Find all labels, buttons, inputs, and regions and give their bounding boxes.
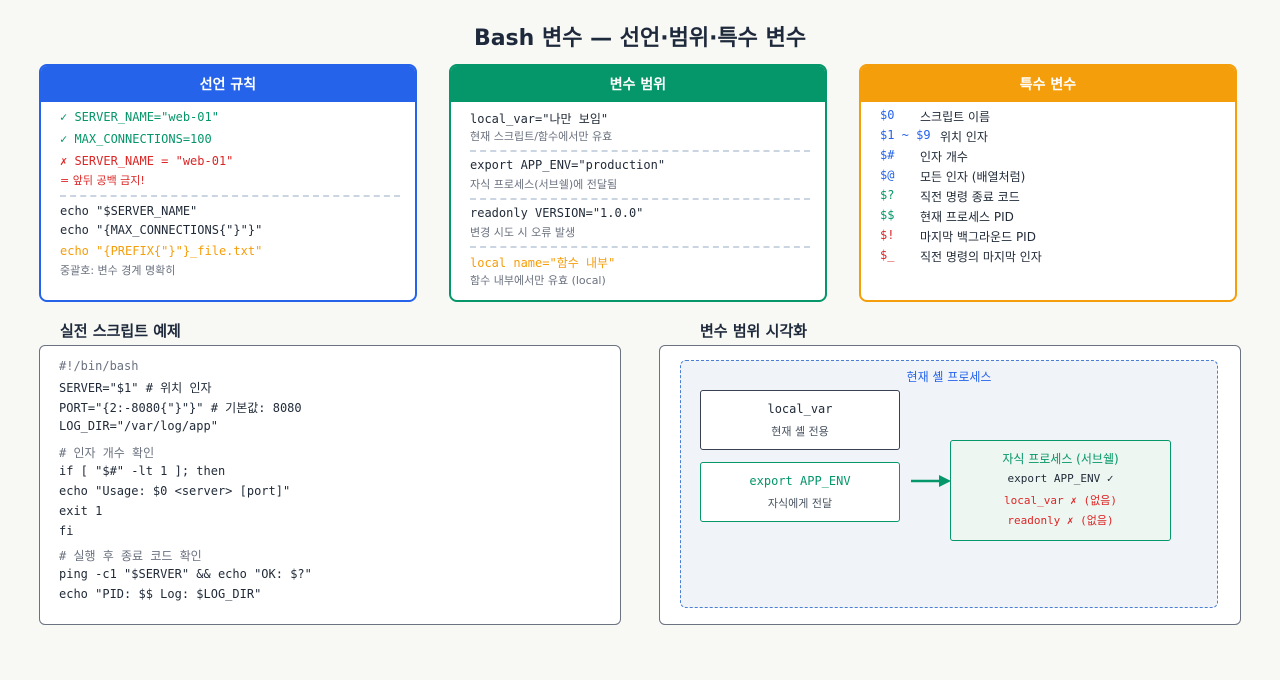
special-var-desc: 직전 명령 종료 코드 <box>920 190 1020 204</box>
special-var-name: $1 ~ $9 <box>880 128 931 142</box>
code-line: echo "Usage: $0 <server> [port]" <box>59 484 291 498</box>
local-var-box: local_var 현재 셸 전용 <box>700 390 900 450</box>
special-card: 특수 변수 $0 스크립트 이름 $1 ~ $9 위치 인자 $# 인자 개수 … <box>859 64 1237 302</box>
special-var-desc: 직전 명령의 마지막 인자 <box>920 250 1042 264</box>
declare-card-header: 선언 규칙 <box>41 66 415 102</box>
code-line: exit 1 <box>59 504 103 518</box>
code-line: echo "PID: $$ Log: $LOG_DIR" <box>59 587 262 601</box>
viz-section-title: 변수 범위 시각화 <box>700 322 808 340</box>
scope-item-code: export APP_ENV="production" <box>470 158 666 172</box>
scope-item-desc: 함수 내부에서만 유효 (local) <box>470 274 606 287</box>
scope-card: 변수 범위 local_var="나만 보임" 현재 스크립트/함수에서만 유효… <box>449 64 827 302</box>
brace-note: 중괄호: 변수 경계 명확히 <box>60 264 176 277</box>
export-var-desc: 자식에게 전달 <box>767 497 833 510</box>
code-line: #!/bin/bash <box>59 359 139 373</box>
special-var-desc: 현재 프로세스 PID <box>920 210 1014 224</box>
special-var-desc: 인자 개수 <box>920 150 968 164</box>
code-line: # 실행 후 종료 코드 확인 <box>59 549 202 563</box>
special-var-name: $0 <box>880 108 895 122</box>
bad-example: ✗ SERVER_NAME = "web-01" <box>60 154 234 168</box>
special-var-name: $# <box>880 148 895 162</box>
good-example-1: ✓ SERVER_NAME="web-01" <box>60 110 219 124</box>
special-var-desc: 모든 인자 (배열처럼) <box>920 170 1026 184</box>
code-line: PORT="{2:-8080{"}"}" # 기본값: 8080 <box>59 401 302 415</box>
child-export-ok: export APP_ENV ✓ <box>1007 472 1114 485</box>
current-shell-box: 현재 셸 프로세스 local_var 현재 셸 전용 export APP_E… <box>680 360 1218 608</box>
special-var-name: $! <box>880 228 895 242</box>
export-var-box: export APP_ENV 자식에게 전달 <box>700 462 900 522</box>
special-var-name: $_ <box>880 248 895 262</box>
code-line: ping -c1 "$SERVER" && echo "OK: $?" <box>59 567 312 581</box>
scope-item-code: local_var="나만 보임" <box>470 112 609 126</box>
scope-viz-panel: 현재 셸 프로세스 local_var 현재 셸 전용 export APP_E… <box>659 345 1241 625</box>
child-local-missing: local_var ✗ (없음) <box>1004 494 1117 507</box>
divider <box>60 195 400 197</box>
scope-card-header: 변수 범위 <box>451 66 825 102</box>
local-var-desc: 현재 셸 전용 <box>771 425 829 438</box>
code-line: # 인자 개수 확인 <box>59 446 155 460</box>
code-line: SERVER="$1" # 위치 인자 <box>59 381 212 395</box>
scope-item-desc: 변경 시도 시 오류 발생 <box>470 226 576 239</box>
child-process-title: 자식 프로세스 (서브쉘) <box>1002 452 1119 466</box>
export-var-code: export APP_ENV <box>749 474 851 488</box>
scope-item-code: local name="함수 내부" <box>470 256 616 270</box>
echo-example-3: echo "{PREFIX{"}"}_file.txt" <box>60 244 263 258</box>
script-section-title: 실전 스크립트 예제 <box>60 322 181 340</box>
special-card-header: 특수 변수 <box>861 66 1235 102</box>
code-line: if [ "$#" -lt 1 ]; then <box>59 464 226 478</box>
echo-example-2: echo "{MAX_CONNECTIONS{"}"}" <box>60 223 263 237</box>
special-var-desc: 마지막 백그라운드 PID <box>920 230 1036 244</box>
divider <box>470 246 810 248</box>
script-panel: #!/bin/bash SERVER="$1" # 위치 인자 PORT="{2… <box>39 345 621 625</box>
scope-item-desc: 자식 프로세스(서브쉘)에 전달됨 <box>470 178 618 191</box>
scope-item-code: readonly VERSION="1.0.0" <box>470 206 644 220</box>
special-var-desc: 위치 인자 <box>940 130 988 144</box>
special-var-name: $@ <box>880 168 895 182</box>
code-line: fi <box>59 524 74 538</box>
divider <box>470 198 810 200</box>
divider <box>470 150 810 152</box>
special-var-name: $? <box>880 188 895 202</box>
current-shell-label: 현재 셸 프로세스 <box>906 370 992 384</box>
special-var-name: $$ <box>880 208 895 222</box>
local-var-code: local_var <box>767 402 833 416</box>
declare-card: 선언 규칙 ✓ SERVER_NAME="web-01" ✓ MAX_CONNE… <box>39 64 417 302</box>
echo-example-1: echo "$SERVER_NAME" <box>60 204 198 218</box>
child-process-box: 자식 프로세스 (서브쉘) export APP_ENV ✓ local_var… <box>950 440 1171 541</box>
arrow-right-icon <box>911 475 951 487</box>
code-line: LOG_DIR="/var/log/app" <box>59 419 218 433</box>
scope-item-desc: 현재 스크립트/함수에서만 유효 <box>470 130 613 143</box>
child-readonly-missing: readonly ✗ (없음) <box>1007 514 1114 527</box>
page-title: Bash 변수 — 선언·범위·특수 변수 <box>473 26 807 51</box>
special-var-desc: 스크립트 이름 <box>920 110 991 124</box>
good-example-2: ✓ MAX_CONNECTIONS=100 <box>60 132 212 146</box>
bad-example-note: = 앞뒤 공백 금지! <box>60 174 145 187</box>
